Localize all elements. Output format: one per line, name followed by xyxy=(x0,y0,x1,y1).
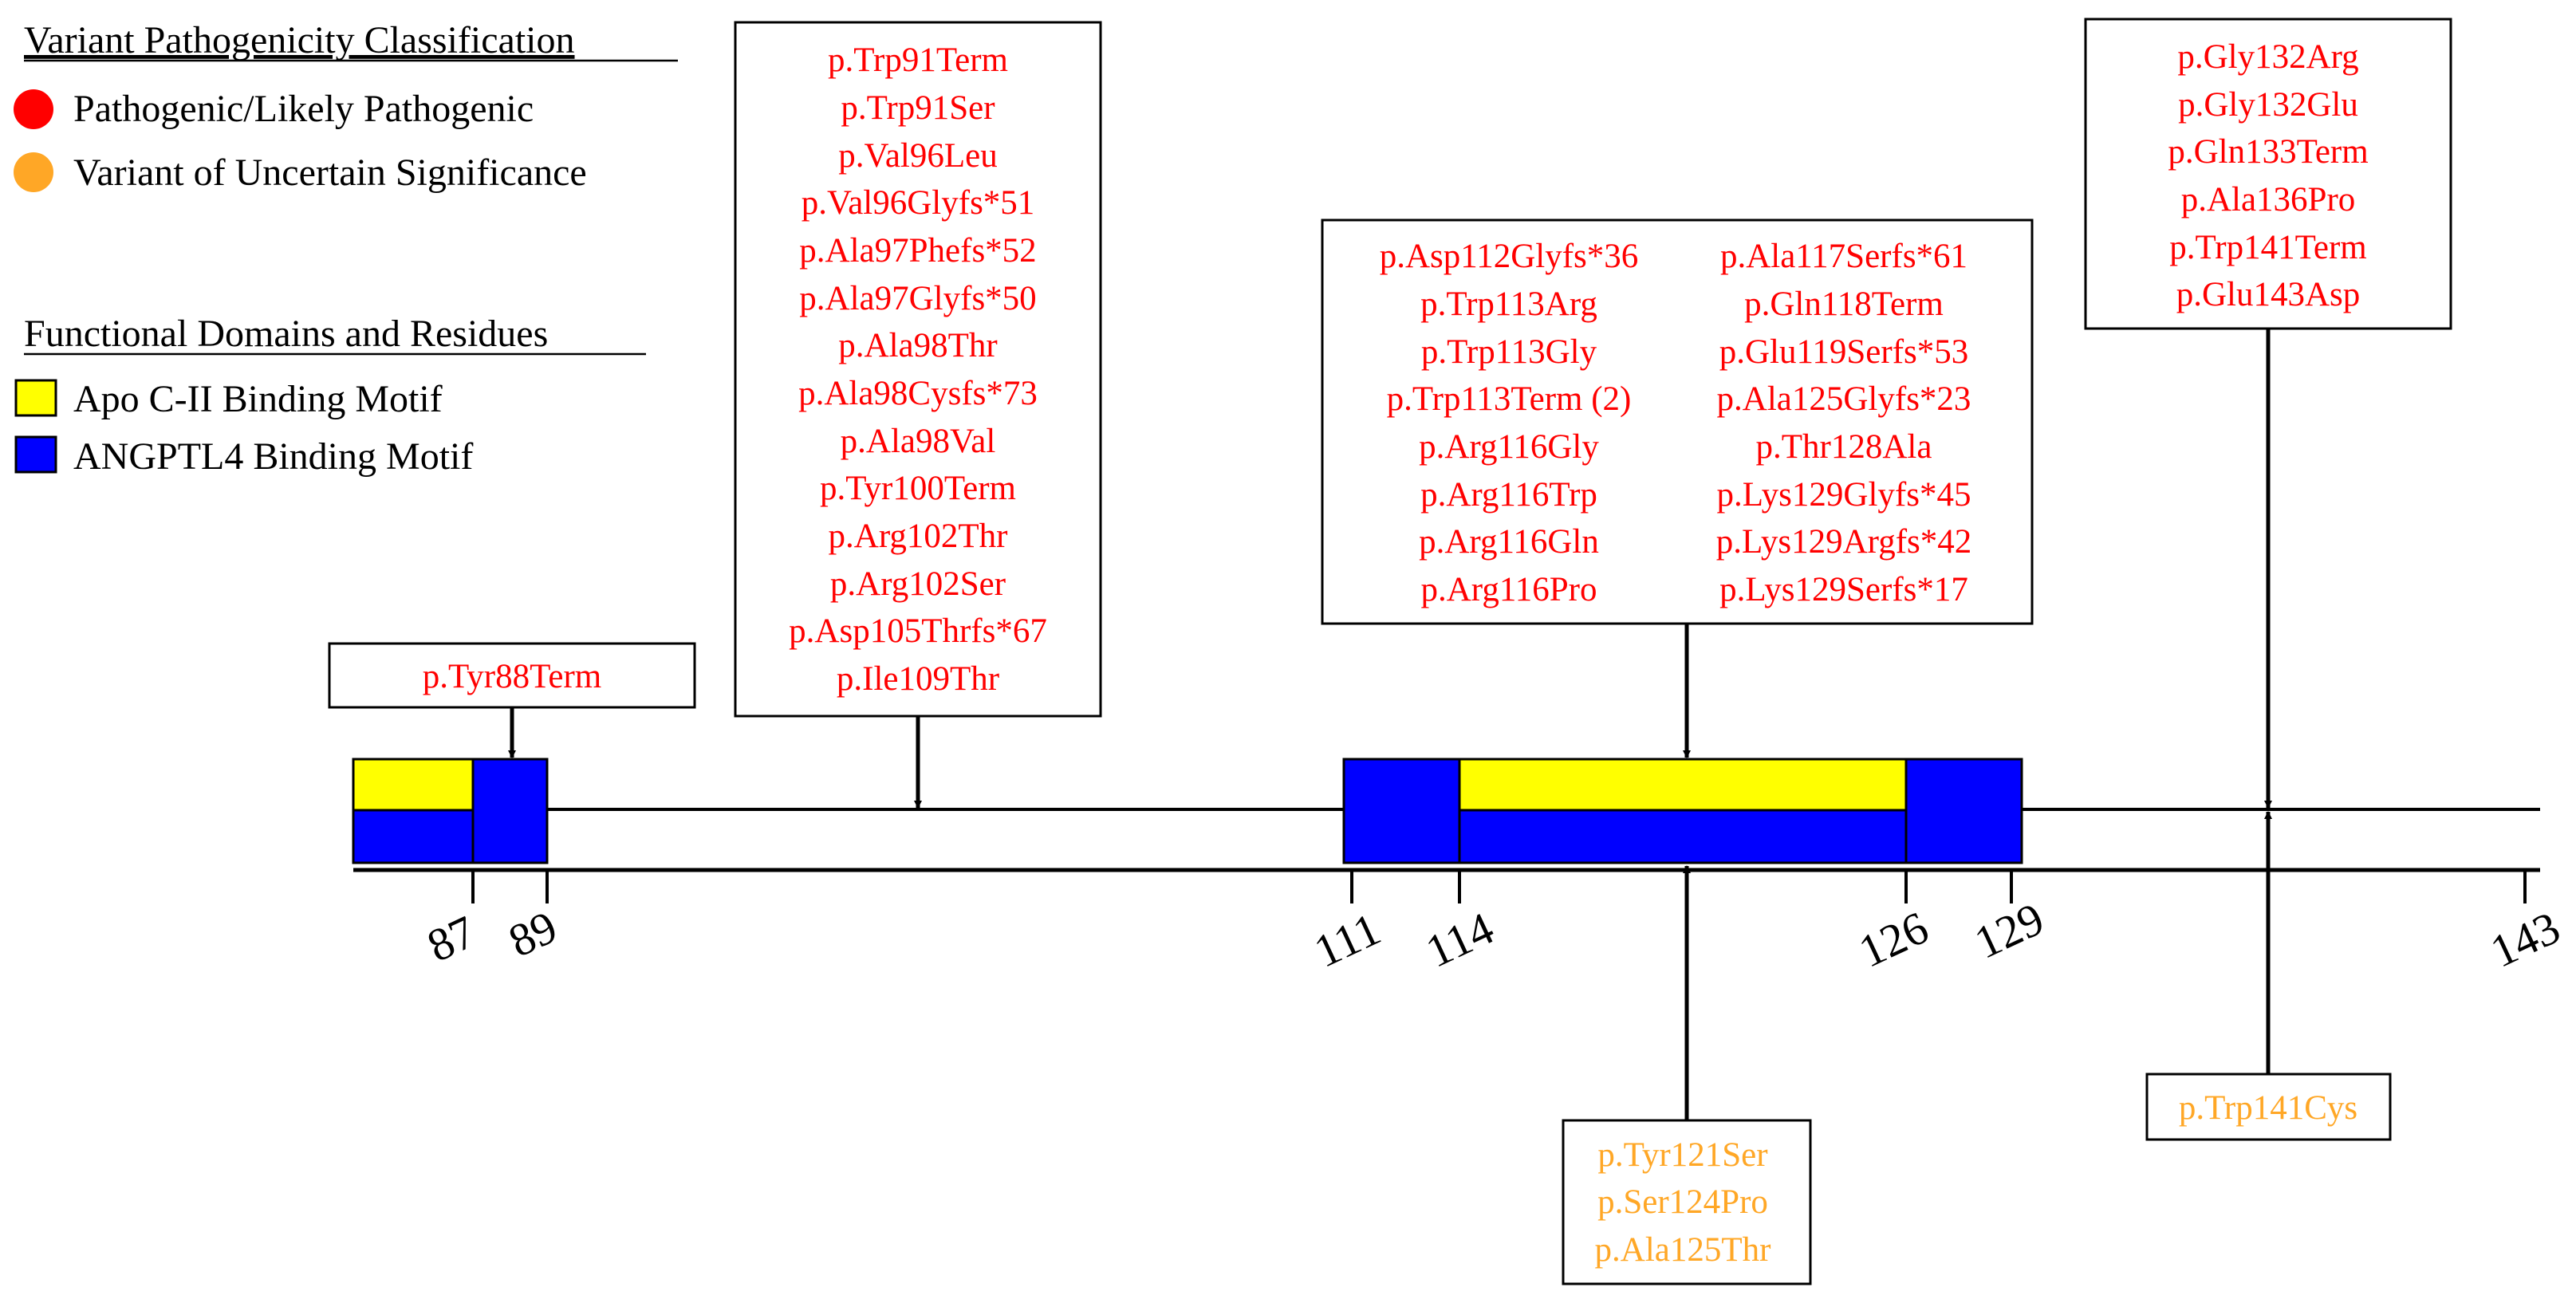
legend-angptl4-label: ANGPTL4 Binding Motif xyxy=(73,435,473,478)
variant-label: p.Ala98Cysfs*73 xyxy=(798,375,1038,412)
tick-label-143: 143 xyxy=(2483,901,2567,978)
vus-box-121-125: p.Tyr121Ser p.Ser124Pro p.Ala125Thr xyxy=(1562,865,1812,1285)
variant-label: p.Glu143Asp xyxy=(2176,276,2361,313)
legend-classification-title: Variant Pathogenicity Classification xyxy=(24,19,575,61)
variant-label: p.Lys129Argfs*42 xyxy=(1716,523,1972,561)
variant-label: p.Trp91Term xyxy=(828,41,1008,79)
variant-label: p.Arg102Thr xyxy=(829,518,1008,555)
legend-domains-title: Functional Domains and Residues xyxy=(24,313,548,355)
tick-label-89: 89 xyxy=(501,900,565,966)
variant-box-tyr88: p.Tyr88Term xyxy=(328,642,696,758)
pathogenic-swatch xyxy=(14,89,53,129)
variant-label: p.Tyr88Term xyxy=(423,658,601,695)
apoc2-segment-114-126 xyxy=(1458,758,1908,812)
variant-label: p.Asp105Thrfs*67 xyxy=(789,612,1047,650)
variant-label: p.Thr128Ala xyxy=(1756,428,1932,466)
variant-box-132-143: p.Gly132Arg p.Gly132Glu p.Gln133Term p.A… xyxy=(2084,18,2452,809)
variant-label: p.Ser124Pro xyxy=(1597,1183,1768,1221)
variant-label: p.Trp113Gly xyxy=(1421,333,1597,371)
variant-label: p.Lys129Serfs*17 xyxy=(1719,571,1968,608)
variant-label: p.Arg116Gly xyxy=(1419,428,1599,466)
protein-track: 87 89 111 114 126 129 143 xyxy=(352,758,2567,978)
tick-label-126: 126 xyxy=(1851,901,1936,978)
variant-label: p.Ala97Phefs*52 xyxy=(799,232,1036,270)
variant-label: p.Trp113Term (2) xyxy=(1387,380,1632,418)
variant-label: p.Ala117Serfs*61 xyxy=(1720,238,1967,275)
variant-label: p.Asp112Glyfs*36 xyxy=(1380,238,1639,275)
vus-swatch xyxy=(14,152,53,192)
legend-apoc2-label: Apo C-II Binding Motif xyxy=(73,378,443,420)
variant-label: p.Gln133Term xyxy=(2168,133,2368,171)
variant-label: p.Val96Leu xyxy=(838,137,997,175)
variant-label: p.Ile109Thr xyxy=(837,660,999,698)
variant-label: p.Trp91Ser xyxy=(841,89,995,127)
variant-label: p.Ala98Val xyxy=(841,423,996,460)
variant-label: p.Trp141Cys xyxy=(2179,1089,2357,1127)
variant-label: p.Gly132Arg xyxy=(2177,38,2358,76)
legend: Variant Pathogenicity Classification Pat… xyxy=(14,19,678,478)
variant-label: p.Arg102Ser xyxy=(830,565,1006,603)
vus-box-141: p.Trp141Cys xyxy=(2145,811,2392,1141)
variant-label: p.Trp141Term xyxy=(2169,229,2366,266)
variant-label: p.Ala98Thr xyxy=(838,327,997,364)
variant-label: p.Ala125Glyfs*23 xyxy=(1717,380,1971,418)
variant-label: p.Tyr121Ser xyxy=(1597,1136,1767,1174)
apoc2-swatch xyxy=(14,379,57,417)
angptl4-swatch xyxy=(14,435,57,474)
variant-box-91-109: p.Trp91Term p.Trp91Ser p.Val96Leu p.Val9… xyxy=(734,21,1102,809)
variant-label: p.Ala136Pro xyxy=(2181,181,2356,218)
variant-label: p.Arg116Trp xyxy=(1420,476,1597,514)
tick-label-129: 129 xyxy=(1967,892,2051,969)
variant-label: p.Glu119Serfs*53 xyxy=(1719,333,1969,371)
variant-label: p.Ala97Glyfs*50 xyxy=(799,280,1036,317)
variant-label: p.Gln118Term xyxy=(1744,285,1944,323)
variant-label: p.Lys129Glyfs*45 xyxy=(1717,476,1971,514)
axis-ticks xyxy=(471,870,2527,903)
tick-label-87: 87 xyxy=(419,905,483,971)
variant-label: p.Tyr100Term xyxy=(820,470,1016,507)
legend-vus-label: Variant of Uncertain Significance xyxy=(73,152,587,194)
tick-label-114: 114 xyxy=(1418,902,1501,978)
variant-label: p.Ala125Thr xyxy=(1595,1231,1771,1269)
apoc2-segment-87 xyxy=(352,758,475,812)
variant-label: p.Trp113Arg xyxy=(1420,285,1597,323)
variant-label: p.Val96Glyfs*51 xyxy=(802,184,1035,222)
variant-label: p.Gly132Glu xyxy=(2178,86,2358,124)
tick-label-111: 111 xyxy=(1306,903,1388,978)
variant-box-112-129: p.Asp112Glyfs*36 p.Trp113Arg p.Trp113Gly… xyxy=(1321,218,2034,758)
variant-label: p.Arg116Gln xyxy=(1419,523,1599,561)
legend-pathogenic-label: Pathogenic/Likely Pathogenic xyxy=(73,88,534,130)
variant-label: p.Arg116Pro xyxy=(1421,571,1597,608)
